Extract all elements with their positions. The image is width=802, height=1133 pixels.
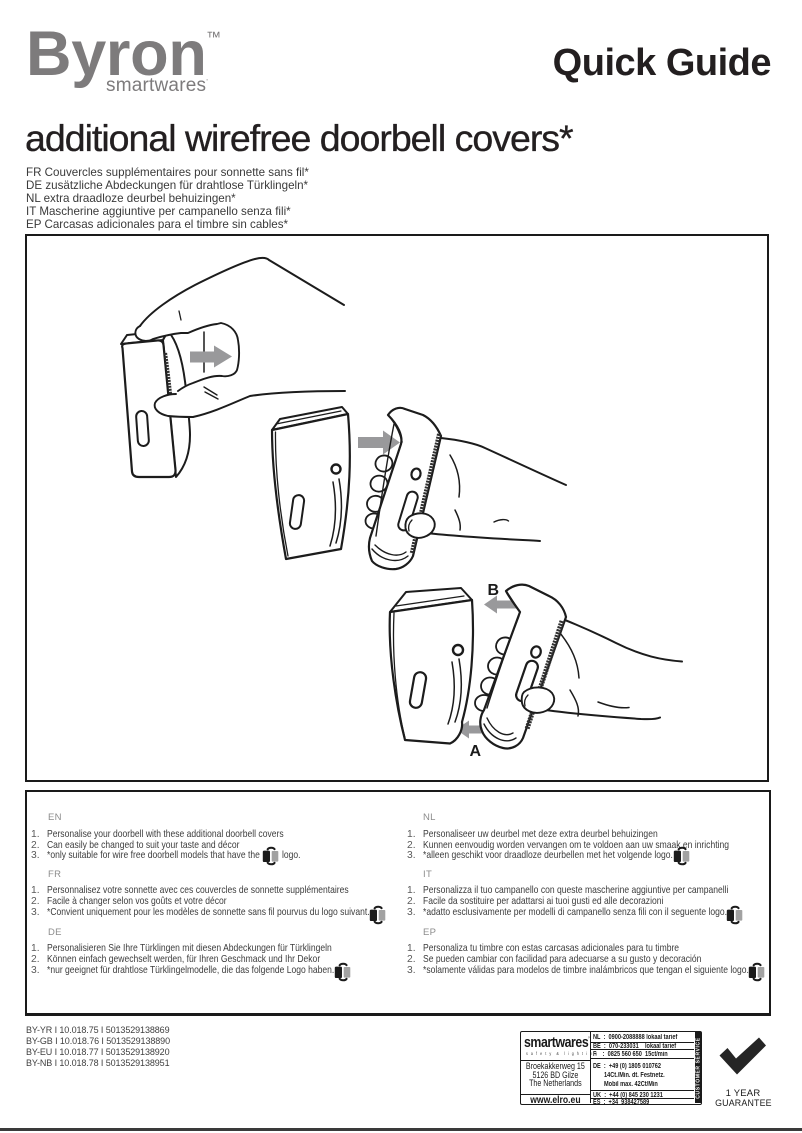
svg-text:B: B xyxy=(488,582,500,599)
svg-text:A: A xyxy=(470,743,482,760)
